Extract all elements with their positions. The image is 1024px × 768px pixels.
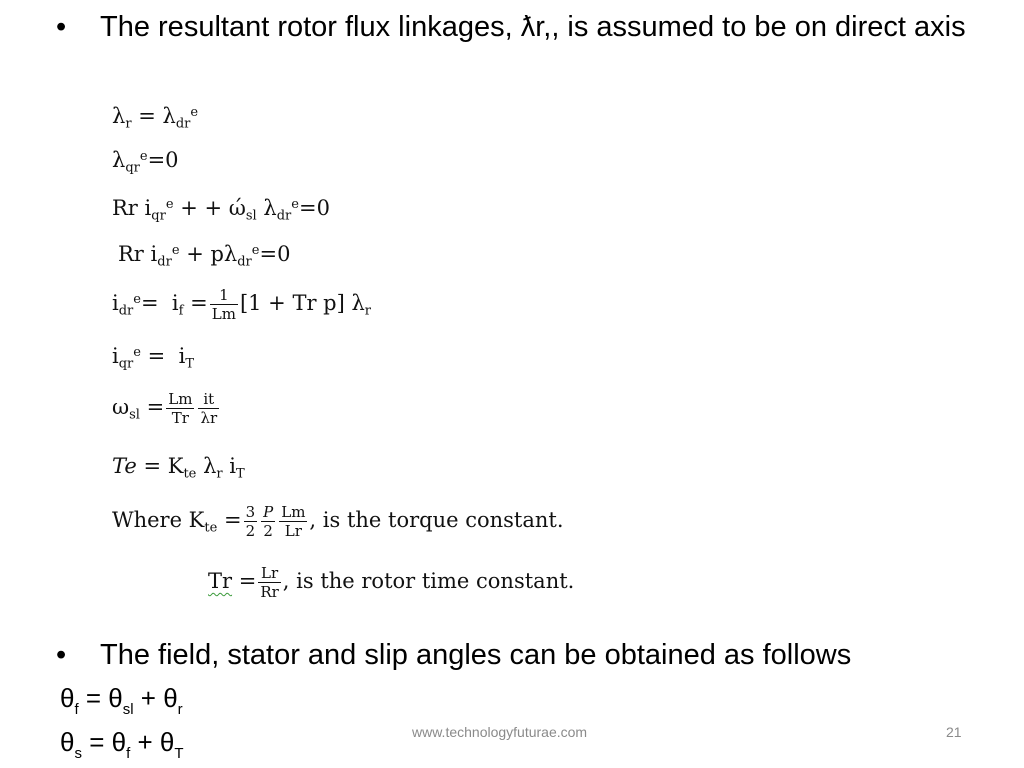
equation-2: λqre=0	[112, 148, 179, 176]
equation-3: Rr iqre + + ώsl λdre=0	[112, 196, 330, 224]
bullet-text: The resultant rotor flux linkages, ƛr,, …	[100, 11, 966, 43]
footer-url: www.technologyfuturae.com	[412, 724, 588, 740]
equation-8: Te = Kte λr iT	[112, 454, 245, 482]
equation-6: iqre = iT	[112, 344, 195, 372]
bullet-dot: •	[56, 11, 67, 43]
bullet-text: The field, stator and slip angles can be…	[100, 639, 852, 671]
bullet-rotor-flux: • The resultant rotor flux linkages, ƛr,…	[56, 6, 986, 48]
equation-1: λr = λdre	[112, 104, 199, 132]
slide-number: 21	[946, 724, 962, 740]
bullet-angles: • The field, stator and slip angles can …	[56, 634, 986, 676]
theta-s-equation: θs = θf + θT	[60, 727, 184, 762]
bullet-dot: •	[56, 639, 67, 671]
equation-4: Rr idre + pλdre=0	[118, 242, 291, 270]
theta-f-equation: θf = θsl + θr	[60, 683, 183, 718]
